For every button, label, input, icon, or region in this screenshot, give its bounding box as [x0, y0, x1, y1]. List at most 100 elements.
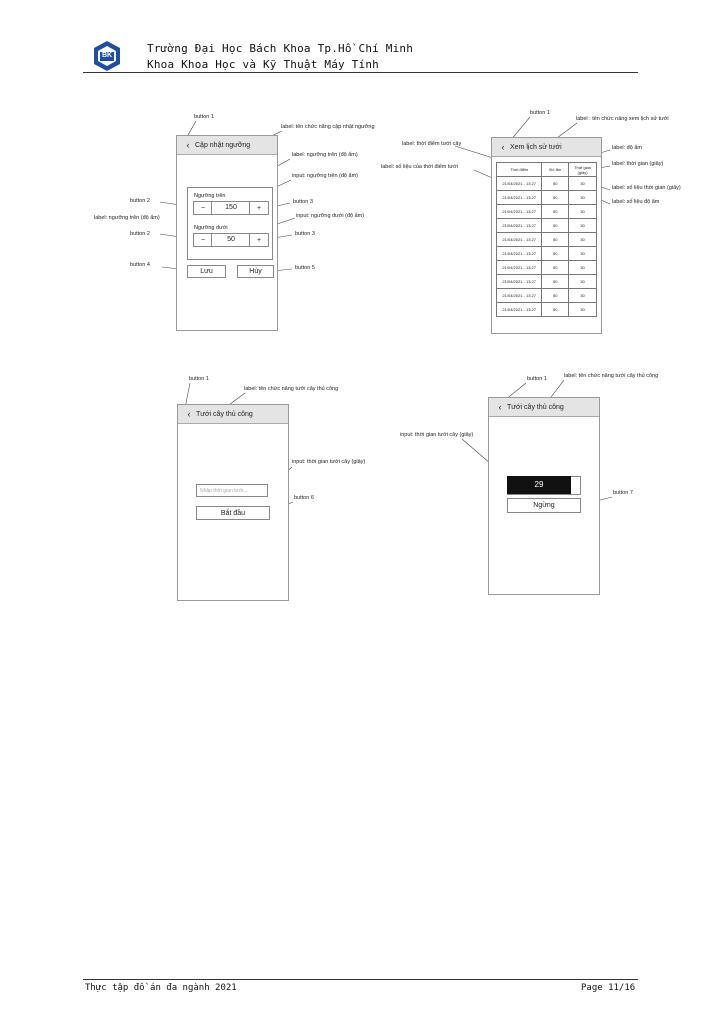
- annotation-upper-input: input: ngưỡng trên (độ ẩm): [292, 173, 358, 179]
- annotation-lower-input: input: ngưỡng dưới (độ ẩm): [296, 213, 365, 219]
- cell-time: 21/04/2021 - 13:27: [495, 218, 543, 233]
- column-header-duration: Thời gian (giây): [568, 162, 597, 177]
- annotation-button1: button 1: [189, 376, 209, 382]
- header-faculty: Khoa Khoa Học và Kỹ Thuật Máy Tính: [147, 58, 379, 71]
- annotation-title-label: label: tên chức năng tưới cây thủ công: [564, 373, 659, 379]
- cell-humidity: 50: [541, 288, 570, 303]
- input-placeholder: Nhập thời gian tưới...: [200, 488, 248, 494]
- annotation-data-time: label: số liệu của thời điểm tưới: [381, 164, 458, 170]
- upper-minus-button[interactable]: −: [193, 201, 213, 215]
- title-bar: ‹ Tưới cây thủ công: [489, 398, 599, 417]
- footer-page-number: Page 11/16: [581, 983, 636, 993]
- lower-threshold-label: Ngưỡng dưới: [194, 225, 228, 231]
- annotation-button5: button 5: [295, 265, 315, 271]
- cell-humidity: 50: [541, 232, 570, 247]
- threshold-panel: [187, 187, 273, 260]
- start-button[interactable]: Bắt đầu: [196, 506, 270, 520]
- upper-plus-button[interactable]: +: [249, 201, 269, 215]
- history-table: Thời điểm Độ ẩm Thời gian (giây) 21/04/2…: [495, 162, 597, 317]
- annotation-button1: button 1: [530, 110, 550, 116]
- cell-duration: 30: [568, 176, 597, 191]
- screen-title: Tưới cây thủ công: [196, 410, 253, 418]
- cell-time: 21/04/2021 - 13:27: [495, 204, 543, 219]
- annotation-data-humidity: label: số liệu độ ẩm: [612, 199, 660, 205]
- back-button[interactable]: ‹: [187, 409, 191, 419]
- university-logo: BK: [92, 40, 122, 72]
- annotation-button7: button 7: [613, 490, 633, 496]
- cell-humidity: 50: [541, 190, 570, 205]
- cell-time: 21/04/2021 - 13:27: [495, 190, 543, 205]
- annotation-col-duration: label: thời gian (giây): [612, 161, 664, 167]
- cell-duration: 30: [568, 218, 597, 233]
- annotation-col-humidity: label: độ ẩm: [612, 145, 642, 151]
- cell-duration: 30: [568, 302, 597, 317]
- annotation-input: input: thời gian tưới cây (giây): [400, 432, 474, 438]
- upper-threshold-label: Ngưỡng trên: [194, 193, 226, 199]
- title-bar: ‹ Xem lịch sử tưới: [492, 138, 601, 157]
- screen-manual-watering-running: ‹ Tưới cây thủ công: [488, 397, 600, 595]
- annotation-data-duration: label: số liệu thời gian (giây): [612, 185, 681, 191]
- back-button[interactable]: ‹: [498, 402, 502, 412]
- back-button[interactable]: ‹: [501, 142, 505, 152]
- cell-time: 21/04/2021 - 13:27: [495, 176, 543, 191]
- screen-title: Cập nhật ngưỡng: [195, 141, 251, 149]
- countdown-display[interactable]: 29: [507, 476, 571, 494]
- annotation-button2-lower: button 2: [130, 231, 150, 237]
- cell-humidity: 50: [541, 218, 570, 233]
- stop-button[interactable]: Ngừng: [507, 498, 581, 513]
- annotation-button3-upper: button 3: [293, 199, 313, 205]
- annotation-col-time: label: thời điểm tưới cây: [402, 141, 462, 147]
- save-button[interactable]: Lưu: [187, 265, 226, 278]
- cell-time: 21/04/2021 - 13:27: [495, 274, 543, 289]
- cell-duration: 30: [568, 204, 597, 219]
- upper-threshold-input[interactable]: 150: [211, 201, 251, 215]
- watering-time-input[interactable]: Nhập thời gian tưới...: [196, 484, 268, 497]
- lower-minus-button[interactable]: −: [193, 233, 213, 247]
- annotation-lower-label: label: ngưỡng trên (độ ẩm): [94, 215, 160, 221]
- logo-text: BK: [101, 52, 113, 59]
- cell-duration: 30: [568, 190, 597, 205]
- annotation-button4: button 4: [130, 262, 150, 268]
- annotation-title-label: label: tên chức năng cập nhật ngưỡng: [281, 124, 375, 130]
- cell-humidity: 50: [541, 274, 570, 289]
- cell-duration: 30: [568, 260, 597, 275]
- lower-plus-button[interactable]: +: [249, 233, 269, 247]
- cell-time: 21/04/2021 - 13:27: [495, 246, 543, 261]
- cell-humidity: 50: [541, 176, 570, 191]
- cell-humidity: 50: [541, 204, 570, 219]
- annotation-button3-lower: button 3: [295, 231, 315, 237]
- title-bar: ‹ Tưới cây thủ công: [178, 405, 288, 424]
- screen-title: Xem lịch sử tưới: [510, 143, 562, 151]
- cell-time: 21/04/2021 - 13:27: [495, 260, 543, 275]
- footer-rule: [83, 979, 638, 980]
- footer-course: Thực tập đồ án đa ngành 2021: [85, 983, 237, 993]
- cell-time: 21/04/2021 - 13:27: [495, 302, 543, 317]
- cell-time: 21/04/2021 - 13:27: [495, 232, 543, 247]
- cell-duration: 30: [568, 288, 597, 303]
- annotation-input: input: thời gian tưới cây (giây): [292, 459, 366, 465]
- annotation-title-label: label: tên chức năng tưới cây thủ công: [244, 386, 339, 392]
- header-rule: [83, 72, 638, 73]
- lower-threshold-input[interactable]: 50: [211, 233, 251, 247]
- title-bar: ‹ Cập nhật ngưỡng: [177, 136, 277, 155]
- back-button[interactable]: ‹: [186, 140, 190, 150]
- column-header-humidity: Độ ẩm: [541, 162, 570, 177]
- header-university: Trường Đại Học Bách Khoa Tp.Hồ Chí Minh: [147, 42, 414, 55]
- cancel-button[interactable]: Hủy: [237, 265, 274, 278]
- column-header-time: Thời điểm: [495, 162, 543, 177]
- annotation-button1: button 1: [527, 376, 547, 382]
- annotation-title-label: label : tên chức năng xem lịch sử tưới: [576, 116, 669, 122]
- cell-humidity: 50: [541, 246, 570, 261]
- screen-title: Tưới cây thủ công: [507, 403, 564, 411]
